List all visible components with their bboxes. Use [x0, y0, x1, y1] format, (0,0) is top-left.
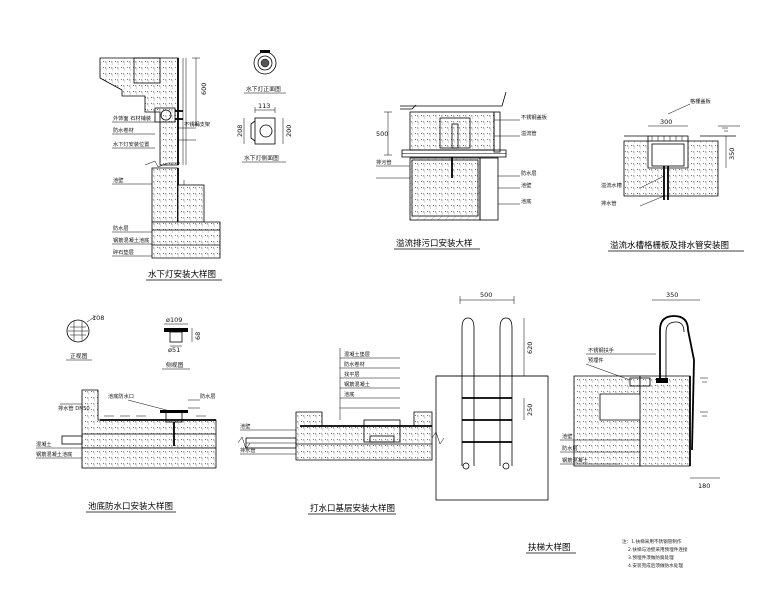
label-ul-1: 防水卷材: [113, 126, 134, 134]
note-0: 注：1.扶梯采用不锈钢管制作: [622, 538, 682, 545]
gutter-grate-detail: 300 350 格栅盖板 溢流水槽 排水管 溢流水槽格栅板及排水管安装图: [601, 97, 744, 252]
light-side-view: 113 200 208 水下灯侧面图: [236, 102, 293, 163]
note-2: 3.预埋件须做防腐处理: [628, 554, 674, 561]
label-db-5: 排水管: [240, 446, 256, 454]
underwater-light-leaders: [112, 121, 196, 257]
title-drain-base: 打水口基层安装大样图: [310, 503, 395, 514]
dim-500-overflow: 500: [376, 130, 388, 138]
label-db-6: 池底: [344, 390, 354, 398]
drain-base-detail: 混凝土垫层 防水卷材 找平层 钢筋混凝土 池底 池壁 排水管 打水口基层安装大样…: [237, 348, 433, 515]
label-hr-2: 池壁: [562, 432, 572, 440]
label-hr-0: 不锈钢扶手: [588, 346, 614, 354]
note-1: 2.扶梯与池壁采用预埋件连接: [628, 546, 688, 553]
label-gg-1: 溢流水槽: [601, 181, 622, 189]
label-ov-3: 防水层: [521, 169, 537, 177]
title-gutter-grate: 溢流水槽格栅板及排水管安装图: [610, 240, 729, 251]
label-pd-1: 防水层: [200, 392, 216, 400]
label-ul-5: 防水层: [113, 224, 129, 232]
underwater-light-detail: 600 外饰面 石材铺装 防水卷材 水下灯安装位置 池壁 防水层 钢筋混凝土池底…: [99, 50, 293, 281]
label-ul-3: 不锈钢支架: [184, 120, 210, 128]
label-db-2: 防水卷材: [344, 360, 365, 368]
label-ov-4: 池壁: [521, 181, 531, 189]
title-overflow-outlet: 溢流排污口安装大样: [396, 238, 473, 249]
caption-light-front: 水下灯正面图: [246, 85, 281, 93]
label-ov-0: 不锈钢盖板: [521, 113, 548, 121]
title-underwater-light: 水下灯安装大样图: [148, 269, 216, 280]
dim-250: 250: [526, 404, 534, 416]
pool-bottom-drain-detail: 108 正视图 ø109 ø51 68 侧视图: [36, 314, 217, 513]
caption-drain-side: 侧视图: [166, 361, 184, 369]
title-handrail: 扶梯大样图: [528, 542, 571, 553]
handrail-section: 350 180 不锈钢扶手 预埋件 池壁 防水层 钢筋混凝土: [560, 291, 720, 490]
label-gg-2: 排水管: [601, 199, 617, 207]
drain-front-view: 108 正视图: [66, 314, 104, 361]
title-pool-bottom-drain: 池底防水口安装大样图: [88, 501, 173, 512]
overflow-outlet-detail: 500 不锈钢盖板 溢流管 防水层 池壁 池底 排污管 溢流排污口安装大样: [376, 91, 548, 250]
label-ul-2: 水下灯安装位置: [113, 140, 149, 148]
dim-600: 600: [200, 83, 208, 95]
label-pd-2: 混凝土: [36, 440, 52, 448]
label-db-4: 钢筋混凝土: [344, 380, 370, 388]
label-ul-7: 碎石垫层: [113, 248, 134, 256]
label-db-0: 池壁: [240, 422, 250, 430]
label-gg-0: 格栅盖板: [690, 97, 712, 105]
handrail-detail: 500 620 250 350: [431, 291, 720, 569]
label-ul-4: 池壁: [113, 176, 123, 184]
drain-side-view: ø109 ø51 68 侧视图: [162, 316, 202, 370]
dim-200: 200: [285, 125, 293, 137]
label-pd-3: 钢筋混凝土池底: [36, 450, 72, 458]
dim-68: 68: [194, 332, 202, 340]
dim-350-rail: 350: [666, 291, 678, 299]
drain-base-leaders: [240, 348, 400, 455]
label-pd-4: 排水管 DN50: [58, 404, 90, 412]
label-ul-6: 钢筋混凝土池底: [113, 236, 149, 244]
label-ul-0: 外饰面 石材铺装: [113, 114, 151, 122]
dim-109: ø109: [166, 316, 182, 324]
ladder-elevation: 500 620 250: [431, 291, 549, 501]
label-pd-0: 池底防水口: [108, 392, 134, 400]
dim-300: 300: [660, 118, 672, 126]
light-front-view: 水下灯正面图: [244, 50, 286, 94]
dim-51: ø51: [168, 346, 180, 354]
dim-350: 350: [728, 148, 736, 160]
label-hr-1: 预埋件: [588, 356, 604, 364]
dim-208: 208: [236, 125, 244, 137]
label-ov-2: 排污管: [376, 158, 392, 166]
dim-500-ladder: 500: [480, 291, 492, 299]
note-3: 4.安装完成后须做防水处理: [628, 562, 683, 569]
caption-drain-front: 正视图: [70, 352, 88, 360]
dim-180: 180: [698, 482, 710, 490]
label-ov-5: 池底: [521, 197, 531, 205]
dim-620: 620: [526, 342, 534, 354]
label-db-1: 混凝土垫层: [344, 350, 370, 358]
label-hr-4: 钢筋混凝土: [562, 456, 588, 464]
dim-108: 108: [92, 314, 104, 322]
label-ov-1: 溢流管: [521, 129, 537, 137]
dim-113: 113: [258, 102, 270, 110]
caption-light-side: 水下灯侧面图: [244, 154, 279, 162]
label-db-3: 找平层: [344, 370, 360, 378]
label-hr-3: 防水层: [562, 444, 578, 452]
